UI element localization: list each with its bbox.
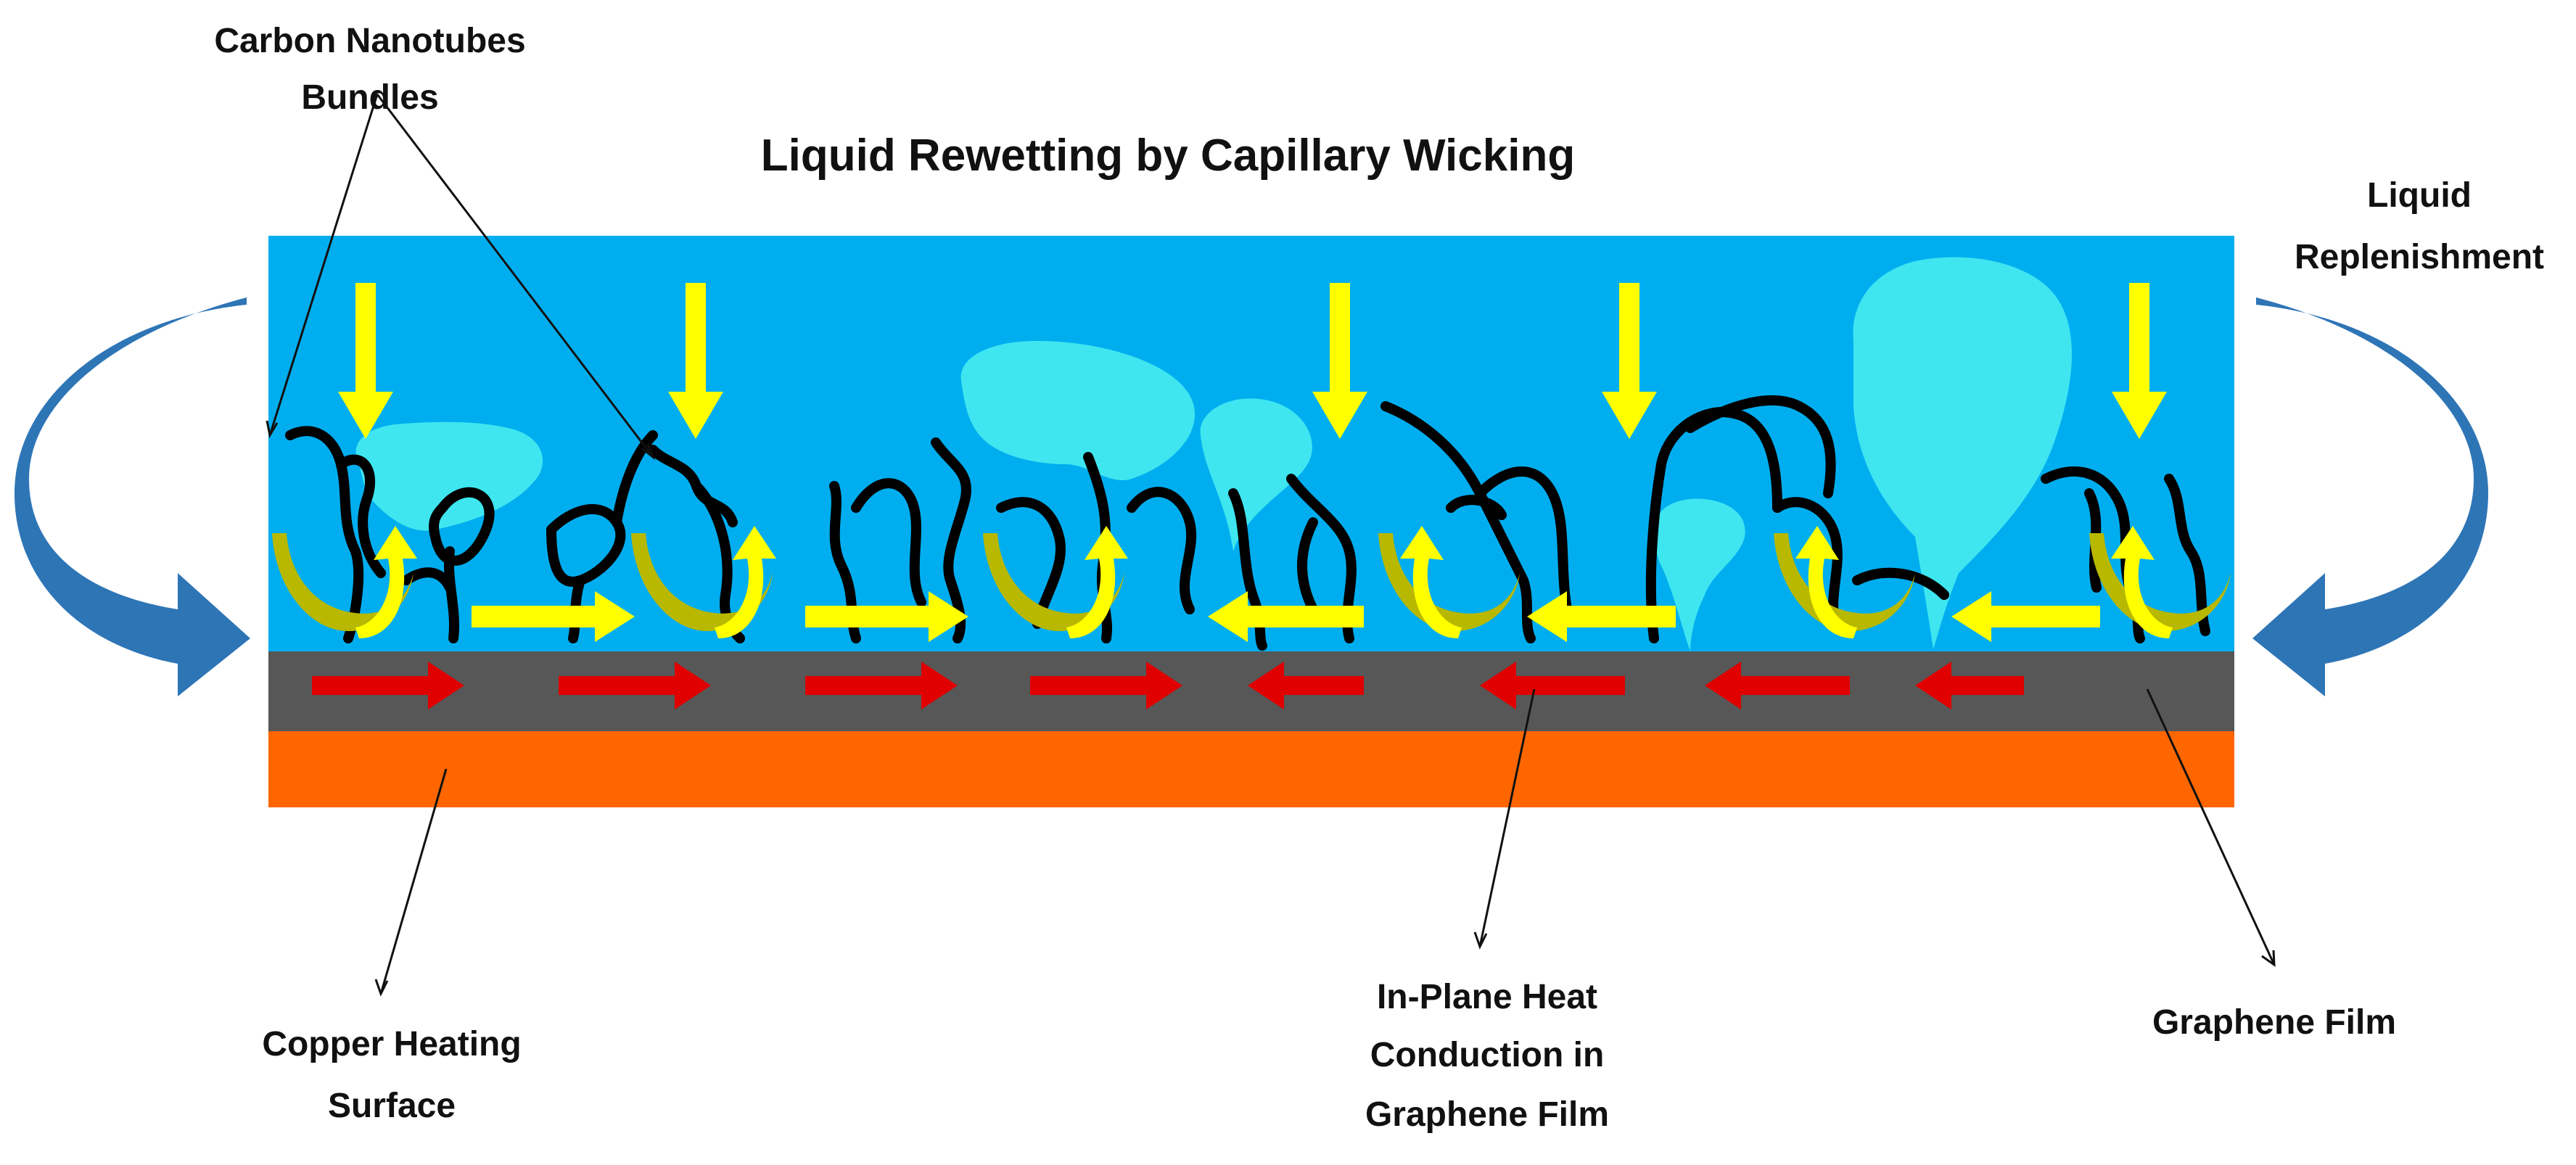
diagram-title: Liquid Rewetting by Capillary Wicking	[761, 131, 1575, 181]
label-liquid-replenishment: Replenishment	[2295, 238, 2544, 276]
flow-arrow-right	[472, 591, 635, 642]
heat-arrow-right	[805, 662, 958, 709]
heat-arrow-left	[1480, 662, 1625, 709]
label-graphene-film: Graphene Film	[2152, 1003, 2396, 1042]
droplet	[1853, 257, 2072, 649]
curved-wicking-arrows	[355, 526, 2173, 638]
heat-arrow-right	[559, 662, 711, 709]
flow-arrow-left	[1527, 591, 1676, 642]
droplet	[355, 421, 543, 531]
callout-line-heat	[1478, 688, 1536, 947]
callout-arrowhead	[266, 420, 279, 439]
callout-line-copper	[379, 768, 448, 995]
replenish-arrow-left	[15, 297, 250, 696]
callout-line-cnt	[268, 94, 379, 436]
horizontal-flow-arrows	[472, 591, 2100, 642]
heat-arrow-right	[312, 662, 464, 709]
callout-arrowhead	[2261, 950, 2276, 968]
heat-arrow-left	[1705, 662, 1850, 709]
wicking-arcs	[272, 533, 2231, 631]
callout-arrowhead	[374, 979, 389, 997]
heat-arrow-left	[1915, 662, 2024, 709]
label-copper-heating-surface: Copper Heating	[262, 1025, 521, 1063]
flow-arrow-left	[1951, 591, 2100, 642]
heat-arrow-right	[1030, 662, 1182, 709]
copper-heating-surface	[268, 731, 2234, 807]
heat-conduction-arrows	[312, 662, 2024, 709]
down-arrows	[338, 283, 2167, 439]
flow-arrow-right	[805, 591, 968, 642]
callout-lines	[266, 94, 2276, 997]
callout-arrowhead	[641, 443, 656, 461]
callout-arrowhead	[1473, 931, 1488, 950]
down-arrow	[668, 283, 723, 439]
callout-line-cnt	[376, 94, 654, 458]
down-arrow	[2112, 283, 2167, 439]
droplet	[1655, 498, 1745, 651]
droplets	[355, 257, 2072, 651]
label-in-plane-heat-conduction: Conduction in	[1370, 1036, 1605, 1074]
heat-arrow-left	[1248, 662, 1364, 709]
down-arrow	[338, 283, 393, 439]
droplet	[960, 341, 1196, 481]
droplet	[1200, 398, 1312, 551]
label-in-plane-heat-conduction: Graphene Film	[1365, 1095, 1609, 1134]
down-arrow	[1602, 283, 1657, 439]
replenish-arrow-right	[2252, 297, 2488, 696]
label-carbon-nanotubes: Carbon Nanotubes	[214, 22, 525, 60]
callout-line-graphene	[2146, 688, 2276, 966]
flow-arrow-left	[1208, 591, 1364, 642]
down-arrow	[1312, 283, 1367, 439]
label-liquid-replenishment: Liquid	[2367, 176, 2472, 215]
label-copper-heating-surface: Surface	[328, 1087, 456, 1125]
label-carbon-nanotubes: Bundles	[301, 78, 438, 117]
label-in-plane-heat-conduction: In-Plane Heat	[1377, 978, 1597, 1016]
